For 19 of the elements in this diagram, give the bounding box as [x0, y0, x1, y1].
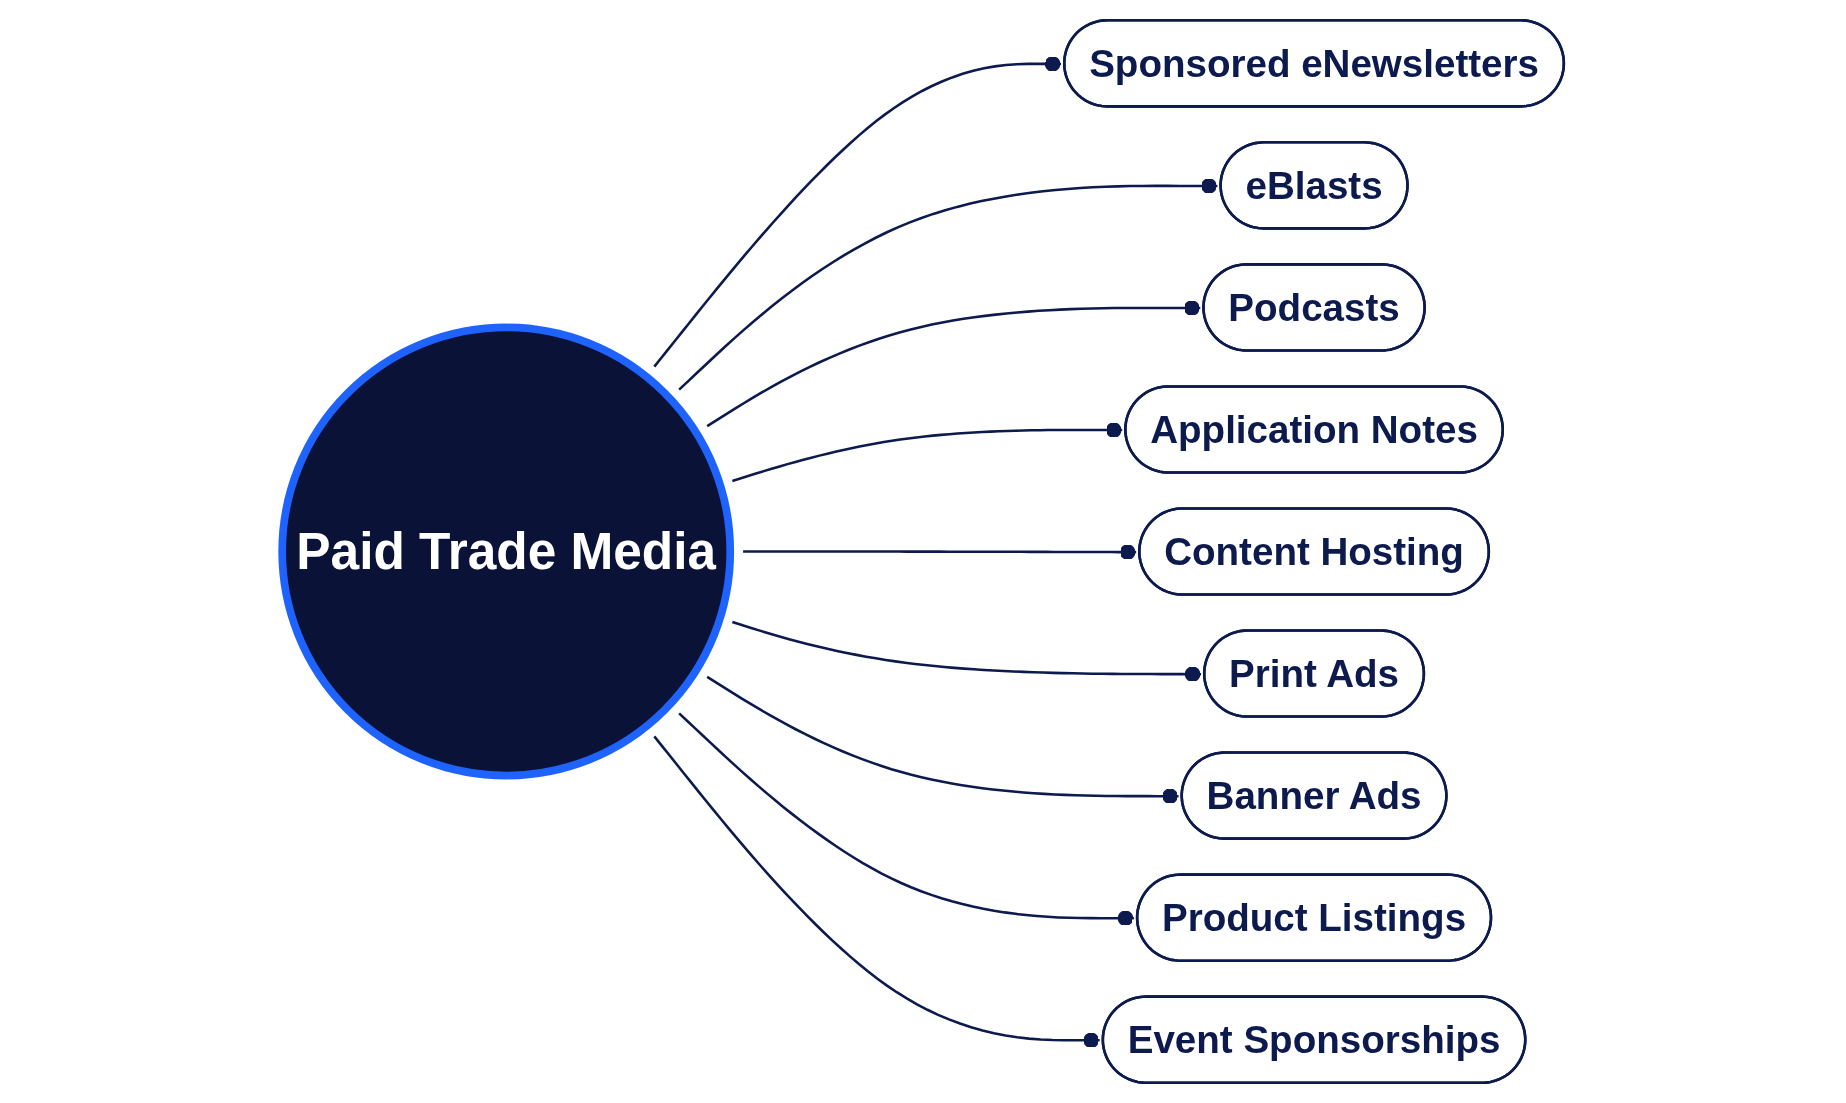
topic-pill: Podcasts	[1202, 263, 1426, 352]
connector-line	[678, 712, 1134, 926]
connector-line	[706, 300, 1201, 428]
hub-circle: Paid Trade Media	[278, 323, 735, 780]
connector-line	[678, 178, 1218, 391]
connector-line	[653, 56, 1062, 368]
topic-pill: Product Listings	[1135, 873, 1493, 962]
connector-line	[743, 544, 1137, 560]
topic-pill: Sponsored eNewsletters	[1063, 19, 1566, 108]
connector-line	[731, 620, 1202, 682]
connector-line	[731, 422, 1123, 483]
topic-pill: eBlasts	[1219, 141, 1409, 230]
connector-line	[653, 735, 1100, 1049]
topic-pill: Content Hosting	[1138, 507, 1491, 596]
topic-pill: Application Notes	[1124, 385, 1504, 474]
connector-line	[706, 675, 1179, 804]
topic-pill: Banner Ads	[1180, 751, 1448, 840]
topic-pill: Event Sponsorships	[1101, 995, 1527, 1084]
topic-pill: Print Ads	[1202, 629, 1426, 718]
